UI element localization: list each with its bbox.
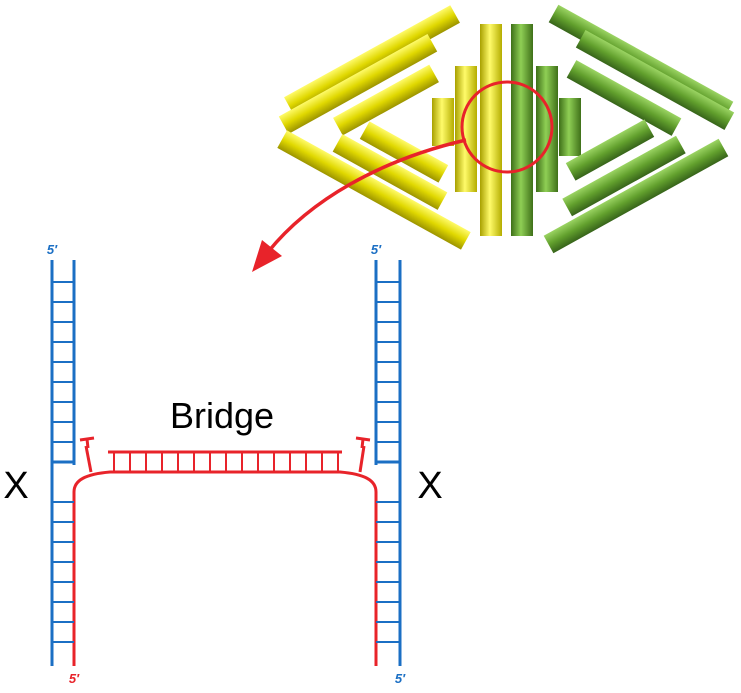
bridge-rungs — [113, 452, 339, 472]
curved-arrow-icon — [252, 138, 467, 272]
green-rod — [565, 119, 655, 181]
green-rod — [511, 24, 533, 236]
green-rod — [559, 98, 581, 156]
yellow-rod — [480, 24, 502, 236]
left-rungs — [52, 281, 74, 643]
yellow-half — [277, 5, 502, 250]
bridge-red-backbone — [72, 470, 378, 493]
yellow-rod — [284, 5, 460, 115]
x-label-right: X — [417, 465, 442, 507]
five-prime-label-top-right: 5′ — [371, 242, 382, 257]
yellow-rod — [278, 34, 438, 134]
yellow-rod — [359, 121, 449, 183]
five-prime-label-bottom-right: 5′ — [395, 671, 406, 686]
left-duplex — [50, 260, 76, 666]
right-duplex — [374, 260, 402, 666]
right-t-overhang — [355, 436, 371, 473]
origami-structure — [277, 4, 735, 254]
right-rungs — [376, 281, 400, 643]
yellow-rod — [432, 98, 454, 146]
green-half — [511, 4, 735, 254]
five-prime-label-bottom-left: 5′ — [69, 671, 80, 686]
bridge-strand — [72, 436, 378, 493]
yellow-rod — [333, 64, 439, 136]
five-prime-label-top-left: 5′ — [47, 242, 58, 257]
left-t-overhang — [79, 436, 95, 473]
bridge-label: Bridge — [170, 395, 274, 436]
x-label-left: X — [3, 465, 28, 507]
yellow-rod — [455, 66, 477, 192]
green-rod — [575, 30, 735, 130]
green-rod — [562, 135, 686, 217]
yellow-rod — [277, 130, 471, 250]
yellow-rod — [332, 134, 448, 210]
highlight-circle-icon — [460, 80, 554, 174]
green-rod — [543, 138, 729, 254]
green-rod — [536, 66, 558, 192]
green-rod — [566, 60, 682, 136]
